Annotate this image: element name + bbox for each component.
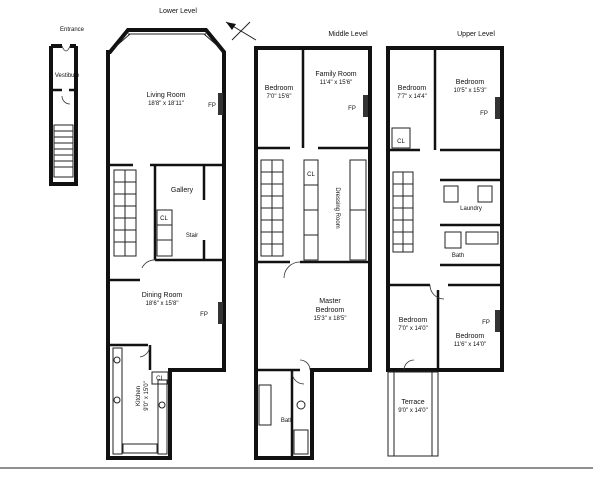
upper-fp: FP — [480, 111, 488, 117]
kitchen-dim: 9'0" x 15'0" — [144, 381, 150, 411]
living-room-label: Living Room — [147, 92, 186, 99]
upper-bedroom2-label: Bedroom — [456, 79, 485, 86]
upper-level-title: Upper Level — [457, 31, 495, 38]
lower-level-title: Lower Level — [159, 8, 197, 15]
upper-fp-2: FP — [482, 320, 490, 326]
lower-closet-label: CL — [160, 216, 168, 222]
lower-fp-2: FP — [200, 312, 208, 318]
gallery-label: Gallery — [171, 187, 194, 194]
middle-level-title: Middle Level — [328, 31, 368, 38]
vestibule-plan — [49, 44, 78, 186]
stair-label: Stair — [186, 233, 198, 239]
upper-stair — [392, 171, 414, 253]
upper-bedroom3-label: Bedroom — [399, 317, 428, 324]
compass-icon — [225, 21, 257, 41]
terrace-label: Terrace — [401, 399, 424, 406]
family-room-label: Family Room — [315, 71, 356, 78]
vestibule-label: Vestibule — [55, 73, 80, 79]
dining-room-dim: 18'6" x 15'8" — [146, 301, 179, 307]
upper-bedroom4-dim: 11'6" x 14'0" — [454, 342, 486, 348]
middle-fp: FP — [348, 106, 356, 112]
middle-level-plan — [254, 46, 372, 460]
entrance-stair — [53, 124, 74, 178]
middle-bedroom-dim: 7'0" 15'6" — [267, 94, 292, 100]
laundry-label: Laundry — [460, 206, 482, 212]
living-room-dim: 18'8" x 18'11" — [148, 101, 184, 107]
dressing-room-label: Dressing Room — [334, 187, 340, 228]
upper-bedroom1-label: Bedroom — [398, 85, 427, 92]
master-bedroom-label: Master — [319, 298, 341, 305]
lower-level-plan — [106, 28, 226, 460]
lower-stair — [113, 169, 137, 257]
upper-bedroom3-dim: 7'0" x 14'0" — [398, 326, 428, 332]
kitchen-closet-label: CL — [156, 376, 164, 382]
upper-closet-label: CL — [397, 139, 405, 145]
upper-level-plan — [386, 46, 504, 457]
upper-bath-label: Bath — [452, 253, 464, 259]
middle-bath-label: Bath — [281, 418, 293, 424]
upper-bedroom4-label: Bedroom — [456, 333, 485, 340]
dining-room-label: Dining Room — [142, 292, 183, 299]
kitchen-label: Kitchen — [136, 386, 142, 406]
middle-closet-label: CL — [307, 172, 315, 178]
master-bedroom-dim: 15'3" x 18'5" — [314, 316, 347, 322]
upper-bedroom2-dim: 10'5" x 15'3" — [454, 88, 487, 94]
lower-fp-1: FP — [208, 103, 216, 109]
family-room-dim: 11'4" x 15'6" — [320, 80, 352, 86]
upper-bedroom1-dim: 7'7" x 14'4" — [397, 94, 427, 100]
middle-stair — [260, 159, 284, 257]
entrance-label: Entrance — [60, 27, 85, 33]
terrace-dim: 9'0" x 14'0" — [398, 408, 428, 414]
middle-bedroom-label: Bedroom — [265, 85, 294, 92]
master-bedroom-label-2: Bedroom — [316, 307, 345, 314]
